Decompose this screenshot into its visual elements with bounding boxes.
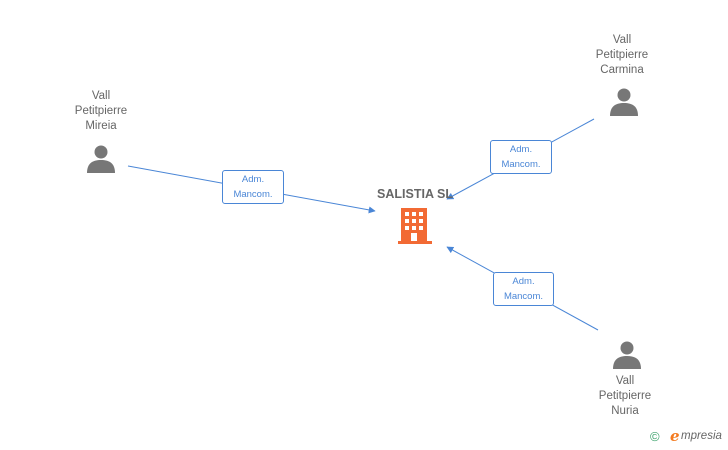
person-name-line: Petitpierre [598, 390, 652, 402]
person-icon[interactable] [609, 87, 639, 117]
relation-label-line: Adm. [512, 276, 535, 287]
person-name-line: Petitpierre [74, 105, 128, 117]
relation-label-line: Adm. [241, 174, 265, 185]
person-name-carmina[interactable]: Vall Petitpierre Carmina [567, 33, 677, 78]
person-name-line: Petitpierre [595, 49, 649, 61]
building-icon[interactable] [398, 208, 432, 244]
person-name-nuria[interactable]: Vall Petitpierre Nuria [570, 374, 680, 419]
relation-label-carmina[interactable]: Adm. Mancom. [490, 140, 552, 174]
relation-label-line: Adm. [509, 144, 533, 155]
person-name-line: Nuria [611, 405, 639, 417]
relation-label-line: Mancom. [503, 291, 544, 302]
relation-label-mireia[interactable]: Adm. Mancom. [222, 170, 284, 204]
person-icon[interactable] [86, 144, 116, 174]
person-name-line: Vall [615, 375, 635, 387]
relation-label-line: Mancom. [501, 159, 541, 170]
copyright-symbol: © [650, 429, 660, 444]
brand-logo-letter: e [670, 427, 680, 445]
person-icon[interactable] [612, 340, 642, 370]
relation-label-line: Mancom. [233, 189, 273, 200]
brand-logo-text: mpresia [681, 430, 722, 442]
person-name-line: Carmina [600, 64, 644, 76]
person-name-line: Vall [612, 34, 632, 46]
person-name-line: Mireia [85, 120, 117, 132]
relation-label-nuria[interactable]: Adm. Mancom. [493, 272, 554, 306]
person-name-mireia[interactable]: Vall Petitpierre Mireia [46, 89, 156, 134]
person-name-line: Vall [91, 90, 111, 102]
company-name[interactable]: SALISTIA SL [377, 187, 453, 201]
